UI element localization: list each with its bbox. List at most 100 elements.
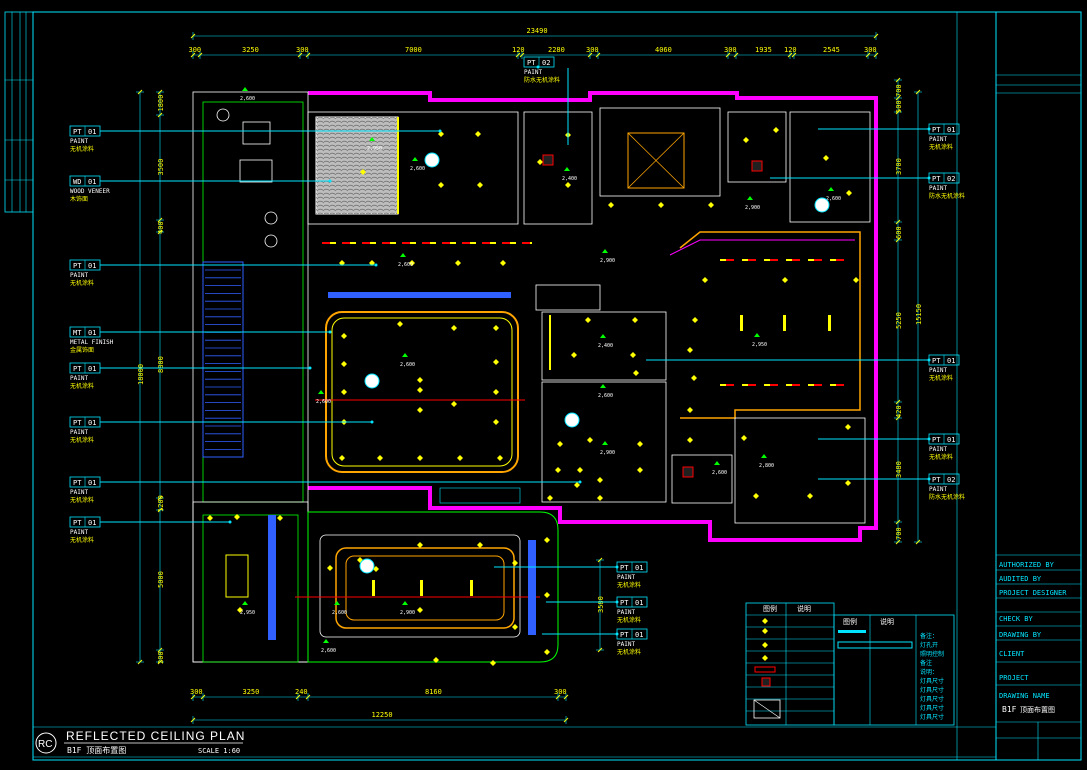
downlight bbox=[633, 370, 639, 376]
tag-line2: 无机涂料 bbox=[70, 436, 94, 444]
tag-number: 01 bbox=[947, 357, 955, 365]
downlight bbox=[608, 202, 614, 208]
downlight bbox=[702, 277, 708, 283]
downlight bbox=[537, 159, 543, 165]
dimension-label: 8160 bbox=[425, 688, 442, 696]
tag-line1: PAINT bbox=[617, 574, 635, 581]
downlight bbox=[417, 455, 423, 461]
ceiling-height-label: 2,400 bbox=[562, 176, 577, 182]
downlight bbox=[339, 455, 345, 461]
downlight bbox=[845, 480, 851, 486]
tag-number: 01 bbox=[88, 128, 96, 136]
tag-number: 01 bbox=[88, 329, 96, 337]
ceiling-height-label: 2,950 bbox=[752, 342, 767, 348]
tag-number: 01 bbox=[88, 519, 96, 527]
tag-line1: PAINT bbox=[929, 367, 947, 374]
downlight bbox=[658, 202, 664, 208]
dimension-label: 200 bbox=[157, 651, 165, 664]
dimension-label: 700 bbox=[895, 84, 903, 97]
dimension-label: 500 bbox=[895, 100, 903, 113]
ceiling-height-label: 2,600 bbox=[332, 610, 347, 616]
project-label: PROJECT bbox=[999, 674, 1029, 682]
tag-number: 01 bbox=[88, 419, 96, 427]
downlight bbox=[417, 387, 423, 393]
downlight bbox=[512, 624, 518, 630]
tag-code: PT bbox=[932, 175, 941, 183]
downlight bbox=[782, 277, 788, 283]
tag-number: 01 bbox=[635, 631, 643, 639]
tag-line2: 金属饰面 bbox=[70, 346, 94, 354]
tag-number: 01 bbox=[88, 178, 96, 186]
dimension-label: 300 bbox=[296, 46, 309, 54]
dimension-label: 300 bbox=[864, 46, 877, 54]
dimension-left-total: 18000 bbox=[136, 89, 145, 665]
downlight bbox=[547, 495, 553, 501]
downlight bbox=[687, 407, 693, 413]
legend-note: 备注 bbox=[920, 659, 932, 667]
tag-number: 01 bbox=[88, 262, 96, 270]
tag-line2: 无机涂料 bbox=[617, 616, 641, 624]
dimension-label: 15150 bbox=[915, 304, 923, 325]
downlight bbox=[846, 190, 852, 196]
plant-fixture bbox=[216, 108, 230, 122]
downlight bbox=[743, 137, 749, 143]
bottom-ceiling bbox=[307, 511, 559, 663]
downlight bbox=[557, 441, 563, 447]
dimension-label: 3250 bbox=[242, 46, 259, 54]
tag-code: PT bbox=[620, 564, 629, 572]
downlight bbox=[490, 660, 496, 666]
ceiling-height-label: 2,600 bbox=[240, 96, 255, 102]
tag-number: 01 bbox=[947, 436, 955, 444]
downlight bbox=[438, 182, 444, 188]
dimension-label: 3500 bbox=[157, 159, 165, 176]
audited-by-label: AUDITED BY bbox=[999, 575, 1042, 583]
downlight bbox=[417, 407, 423, 413]
downlight bbox=[237, 607, 243, 613]
downlight bbox=[637, 467, 643, 473]
downlight bbox=[753, 493, 759, 499]
legend-note: 灯孔开 bbox=[920, 641, 938, 649]
downlight bbox=[377, 455, 383, 461]
tag-number: 01 bbox=[947, 126, 955, 134]
downlight bbox=[708, 202, 714, 208]
ceiling-height-label: 2,950 bbox=[240, 610, 255, 616]
drawing-scale: SCALE 1:60 bbox=[198, 747, 240, 755]
tag-line2: 无机涂料 bbox=[617, 581, 641, 589]
tag-line1: PAINT bbox=[929, 185, 947, 192]
dimension-label: 23490 bbox=[527, 27, 548, 35]
downlight bbox=[823, 155, 829, 161]
title-block: AUTHORIZED BY AUDITED BY PROJECT DESIGNE… bbox=[956, 11, 1082, 761]
downlight bbox=[497, 455, 503, 461]
ceiling-height-label: 2,950 bbox=[367, 146, 382, 152]
tag-line2: 防水无机涂料 bbox=[929, 493, 965, 501]
downlight bbox=[773, 127, 779, 133]
legend-note: 灯具尺寸 bbox=[920, 677, 944, 685]
tag-line1: PAINT bbox=[70, 429, 88, 436]
tag-line1: PAINT bbox=[70, 375, 88, 382]
downlight bbox=[327, 565, 333, 571]
dimension-label: 2545 bbox=[823, 46, 840, 54]
tag-line1: PAINT bbox=[617, 609, 635, 616]
downlight bbox=[512, 560, 518, 566]
tag-line2: 无机涂料 bbox=[929, 374, 953, 382]
drawing-by-label: DRAWING BY bbox=[999, 631, 1042, 639]
downlight bbox=[493, 325, 499, 331]
legend-note: 照明控制 bbox=[920, 650, 944, 658]
section-marker bbox=[814, 197, 830, 213]
tag-code: WD bbox=[73, 178, 81, 186]
ceiling-height-label: 2,600 bbox=[321, 648, 336, 654]
downlight bbox=[341, 361, 347, 367]
dimension-label: 3250 bbox=[243, 688, 260, 696]
